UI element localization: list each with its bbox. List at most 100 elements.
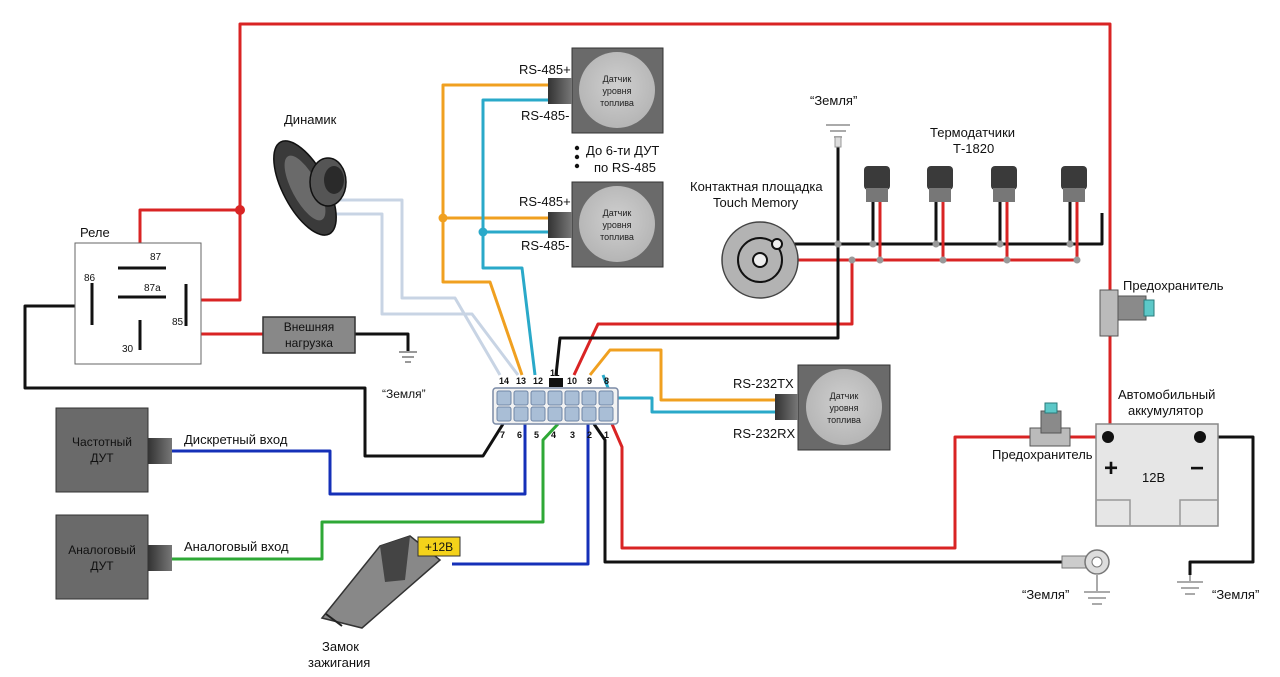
analog-dut: Аналоговый ДУТ Аналоговый вход bbox=[55, 514, 289, 600]
wire-rs232tx bbox=[588, 348, 775, 402]
ground-label-load: “Земля” bbox=[382, 387, 426, 401]
ground-label-battery: “Земля” bbox=[1212, 587, 1259, 602]
thermo-sensor-icon bbox=[927, 166, 953, 202]
thermo-sensor-icon bbox=[1061, 166, 1087, 202]
wire-analog-pin4 bbox=[172, 422, 560, 561]
touch-memory: Контактная площадка Touch Memory bbox=[690, 179, 823, 299]
ground-symbol-thermo: “Земля” bbox=[810, 93, 857, 148]
plus12-label: +12В bbox=[425, 540, 453, 554]
freq-dut: Частотный ДУТ Дискретный вход bbox=[55, 407, 288, 493]
thermo-label-2: Т-1820 bbox=[953, 141, 994, 156]
ground-terminal-bottom: “Земля” bbox=[1022, 549, 1110, 605]
pin-1: 1 bbox=[604, 430, 609, 440]
rs485-sensor-2: Датчик уровня топлива RS-485+ RS-485- bbox=[519, 181, 664, 268]
freq-dut-label-1: Частотный bbox=[72, 435, 132, 449]
wire-relay-85-to-battery bbox=[186, 22, 1112, 437]
rs485-sensor-1: Датчик уровня топлива RS-485+ RS-485- bbox=[519, 47, 664, 134]
fuse-bottom-label: Предохранитель bbox=[992, 447, 1093, 462]
ignition-switch: +12В Замок зажигания bbox=[308, 535, 461, 670]
wire-thermo-ground-bus bbox=[777, 213, 1104, 246]
battery-minus: − bbox=[1190, 455, 1204, 482]
fuse-top: Предохранитель bbox=[1099, 278, 1224, 337]
sensor3-l3: топлива bbox=[827, 415, 861, 425]
pin-7: 7 bbox=[500, 430, 505, 440]
fuse-top-label: Предохранитель bbox=[1123, 278, 1224, 293]
sensor1-l1: Датчик bbox=[603, 74, 632, 84]
wire-pin11-black bbox=[554, 244, 840, 376]
pin-9: 9 bbox=[587, 376, 592, 386]
wire-rs485-minus bbox=[481, 98, 548, 376]
up-to-6-l1: До 6-ти ДУТ bbox=[586, 143, 659, 158]
wire-load-ground bbox=[355, 332, 410, 352]
up-to-6-note: До 6-ти ДУТ по RS-485 bbox=[574, 143, 659, 175]
analog-dut-label-1: Аналоговый bbox=[68, 543, 136, 557]
relay-pin-85: 85 bbox=[172, 317, 184, 328]
touch-label-2: Touch Memory bbox=[713, 195, 799, 210]
relay-pin-87a: 87a bbox=[144, 283, 161, 294]
wire-battery-minus-ground bbox=[1188, 435, 1255, 575]
thermo-sensor-icon bbox=[864, 166, 890, 202]
up-to-6-l2: по RS-485 bbox=[594, 160, 656, 175]
pin-14: 14 bbox=[499, 376, 509, 386]
speaker-label: Динамик bbox=[284, 112, 337, 127]
fuse-bottom: Предохранитель bbox=[992, 402, 1093, 462]
ignition-label-1: Замок bbox=[322, 639, 359, 654]
sensor1-l3: топлива bbox=[600, 98, 634, 108]
touch-label-1: Контактная площадка bbox=[690, 179, 823, 194]
rs232tx-label: RS-232TX bbox=[733, 376, 794, 391]
fuse-icon bbox=[1099, 289, 1119, 337]
relay-pin-30: 30 bbox=[122, 344, 134, 355]
relay: Реле 87 86 87a 85 30 bbox=[74, 225, 202, 365]
pin-12: 12 bbox=[533, 376, 543, 386]
battery-label-1: Автомобильный bbox=[1118, 387, 1215, 402]
connector: 14 13 12 11 10 9 8 7 6 5 4 3 2 1 bbox=[492, 368, 619, 440]
pin-5: 5 bbox=[534, 430, 539, 440]
pin-8: 8 bbox=[604, 376, 609, 386]
speaker: Динамик bbox=[273, 112, 347, 236]
battery: Автомобильный аккумулятор + − 12В bbox=[1095, 387, 1219, 527]
wire-pin2-ground bbox=[592, 423, 1062, 564]
thermo-sensors: Термодатчики Т-1820 bbox=[864, 125, 1087, 202]
thermo-label-1: Термодатчики bbox=[930, 125, 1015, 140]
pin-13: 13 bbox=[516, 376, 526, 386]
sensor1-rs485-plus: RS-485+ bbox=[519, 62, 571, 77]
battery-voltage: 12В bbox=[1142, 470, 1165, 485]
wire-speaker-2 bbox=[315, 212, 520, 376]
sensor2-rs485-minus: RS-485- bbox=[521, 238, 569, 253]
relay-label: Реле bbox=[80, 225, 110, 240]
battery-plus: + bbox=[1104, 455, 1118, 482]
ground-label-thermo: “Земля” bbox=[810, 93, 857, 108]
wire-ignition-pin3 bbox=[452, 424, 590, 566]
sensor2-l3: топлива bbox=[600, 232, 634, 242]
pin-4: 4 bbox=[551, 430, 556, 440]
rs232rx-label: RS-232RX bbox=[733, 426, 795, 441]
ignition-label-2: зажигания bbox=[308, 655, 370, 670]
sensor2-l2: уровня bbox=[602, 220, 631, 230]
ground-symbol-load: “Земля” bbox=[382, 351, 426, 401]
freq-dut-label-2: ДУТ bbox=[90, 451, 114, 465]
sensor2-rs485-plus: RS-485+ bbox=[519, 194, 571, 209]
wire-pin1-battery bbox=[610, 423, 1030, 550]
load-label-1: Внешняя bbox=[284, 320, 335, 334]
wire-pin10-red bbox=[572, 258, 1077, 376]
wire-discrete-pin6 bbox=[172, 424, 527, 496]
sensor1-rs485-minus: RS-485- bbox=[521, 108, 569, 123]
ground-symbol-battery: “Земля” bbox=[1177, 575, 1259, 602]
relay-pin-86: 86 bbox=[84, 273, 96, 284]
sensor2-l1: Датчик bbox=[603, 208, 632, 218]
junctions bbox=[235, 205, 1081, 264]
pin-10: 10 bbox=[567, 376, 577, 386]
analog-input-label: Аналоговый вход bbox=[184, 539, 289, 554]
relay-pin-87: 87 bbox=[150, 252, 162, 263]
discrete-input-label: Дискретный вход bbox=[184, 432, 288, 447]
external-load: Внешняя нагрузка bbox=[262, 316, 356, 354]
battery-label-2: аккумулятор bbox=[1128, 403, 1203, 418]
analog-dut-label-2: ДУТ bbox=[90, 559, 114, 573]
thermo-sensor-icon bbox=[991, 166, 1017, 202]
pin-11: 11 bbox=[550, 368, 560, 378]
pin-3: 3 bbox=[570, 430, 575, 440]
pin-6: 6 bbox=[517, 430, 522, 440]
wire-relay-86-pin7 bbox=[23, 304, 505, 458]
wires bbox=[23, 22, 1255, 575]
